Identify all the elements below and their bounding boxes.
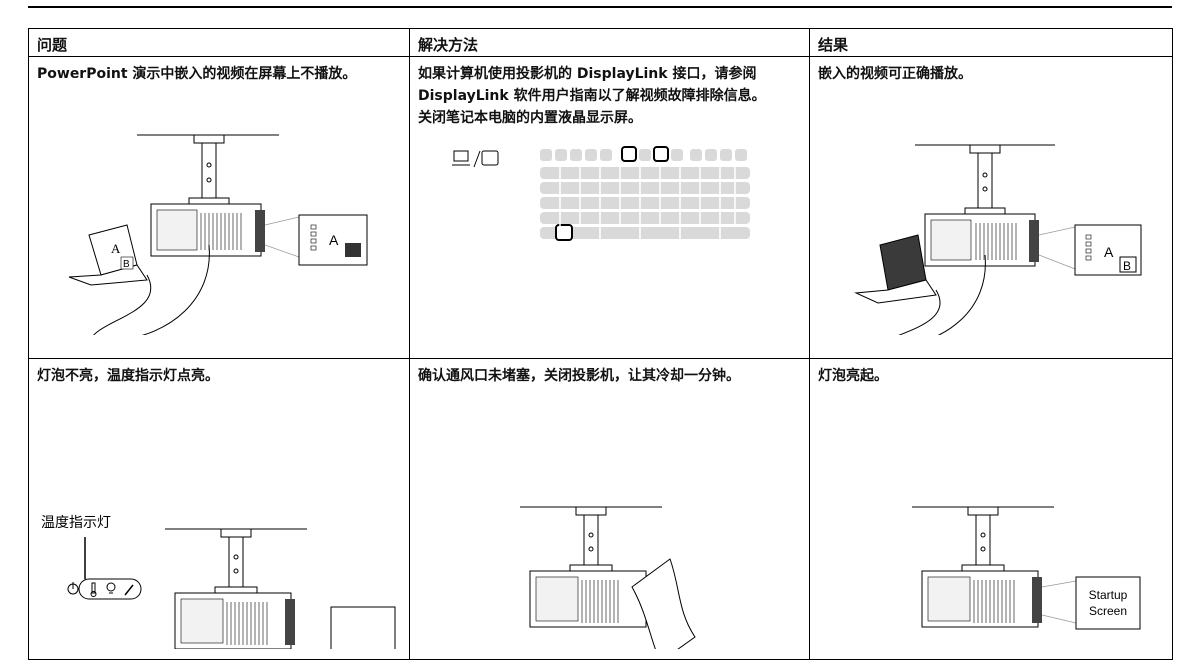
- wrench-icon: [124, 584, 134, 596]
- paper-sheet: [631, 558, 696, 649]
- table-row: PowerPoint 演示中嵌入的视频在屏幕上不播放。: [28, 56, 1173, 359]
- troubleshooting-table: 问题 解决方法 结果 PowerPoint 演示中嵌入的视频在屏幕上不播放。: [28, 28, 1173, 660]
- result-cell: 灯泡亮起。: [809, 358, 1173, 660]
- result-cell: 嵌入的视频可正确播放。: [809, 56, 1173, 359]
- header-result: 结果: [809, 28, 1173, 57]
- temp-indicator-label: 温度指示灯: [41, 515, 111, 531]
- screen-letter-a: A: [329, 232, 339, 248]
- startup-screen: [1075, 576, 1141, 630]
- projector-laptop-result-illustration: A B: [810, 85, 1172, 335]
- result-text: 嵌入的视频可正确播放。: [818, 66, 972, 82]
- result-screen-letter-b: B: [1123, 259, 1131, 273]
- display-toggle-icon: [452, 150, 499, 168]
- solution-cell: 如果计算机使用投影机的 DisplayLink 接口，请参阅 DisplayLi…: [409, 56, 810, 359]
- solution-line-1: 如果计算机使用投影机的 DisplayLink 接口，请参阅: [418, 66, 757, 82]
- projector-temp-illustration: 温度指示灯: [29, 387, 409, 649]
- laptop-icon: A B: [68, 224, 148, 286]
- laptop-letter-b: B: [123, 259, 130, 270]
- top-rule: [28, 6, 1172, 8]
- table-row: 灯泡不亮，温度指示灯点亮。 温度指示灯: [28, 358, 1173, 660]
- solution-line-3: 关闭笔记本电脑的内置液晶显示屏。: [418, 110, 642, 126]
- solution-text: 确认通风口未堵塞，关闭投影机，让其冷却一分钟。: [418, 368, 740, 384]
- laptop-closed-display-icon: [854, 234, 937, 304]
- keyboard-icon: [540, 146, 750, 241]
- problem-cell: 灯泡不亮，温度指示灯点亮。 温度指示灯: [28, 358, 410, 660]
- startup-line-2: Screen: [1089, 604, 1127, 618]
- header-problem: 问题: [28, 28, 410, 57]
- solution-cell: 确认通风口未堵塞，关闭投影机，让其冷却一分钟。: [409, 358, 810, 660]
- solution-text: 如果计算机使用投影机的 DisplayLink 接口，请参阅 DisplayLi…: [410, 57, 809, 129]
- result-text: 灯泡亮起。: [818, 368, 888, 384]
- keyboard-illustration: [410, 129, 809, 329]
- thermometer-icon: [90, 582, 97, 597]
- result-screen-letter-a: A: [1104, 244, 1114, 260]
- problem-cell: PowerPoint 演示中嵌入的视频在屏幕上不播放。: [28, 56, 410, 359]
- blank-screen: [330, 606, 396, 649]
- power-icon: [67, 582, 79, 595]
- startup-line-1: Startup: [1089, 588, 1128, 602]
- header-solution: 解决方法: [409, 28, 810, 57]
- projector-laptop-illustration: A A B: [29, 85, 409, 335]
- problem-text: 灯泡不亮，温度指示灯点亮。: [37, 368, 219, 384]
- lamp-icon: [106, 582, 116, 594]
- table-header-row: 问题 解决方法 结果: [28, 28, 1173, 57]
- laptop-letter-a: A: [111, 241, 121, 256]
- problem-text: PowerPoint 演示中嵌入的视频在屏幕上不播放。: [37, 66, 357, 82]
- solution-line-2: DisplayLink 软件用户指南以了解视频故障排除信息。: [418, 88, 766, 104]
- projector-startup-illustration: Startup Screen: [810, 387, 1172, 649]
- projector-vent-illustration: [410, 387, 809, 649]
